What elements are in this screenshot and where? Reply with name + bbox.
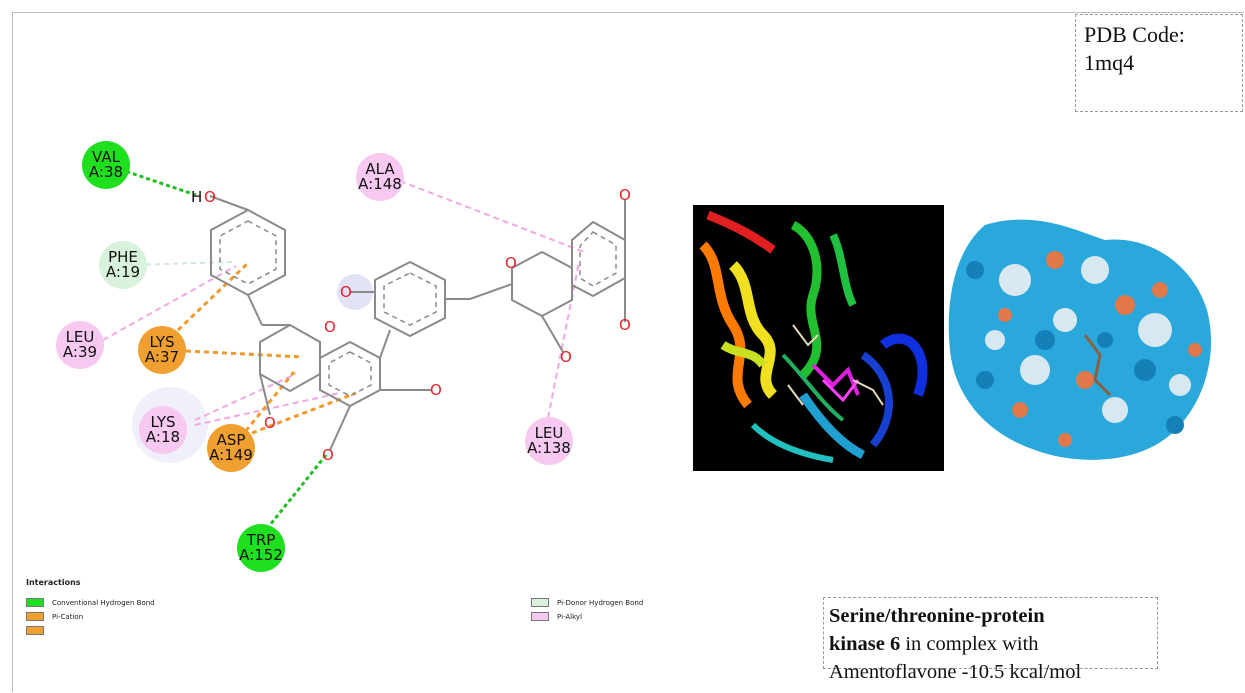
atom-labels: O O O O O O O O O O H xyxy=(191,186,631,464)
legend-label: Pi-Donor Hydrogen Bond xyxy=(557,598,644,607)
legend-item: Pi-Alkyl xyxy=(531,612,582,621)
legend-item: Pi-Cation xyxy=(26,612,83,621)
legend-swatch xyxy=(531,598,549,607)
interaction-diagram: O O O O O O O O O O H VALA:38PHEA:19LEUA… xyxy=(56,141,631,572)
residue-number: A:138 xyxy=(527,439,571,457)
figure-frame xyxy=(12,12,1244,692)
residue-name: LYS xyxy=(150,413,175,431)
pi-cation-line xyxy=(185,349,304,359)
residue-name: ALA xyxy=(365,160,395,178)
protein-ribbon-image xyxy=(693,205,944,471)
caption-text: Serine/threonine-protein kinase 6 in com… xyxy=(829,602,1239,686)
legend-item: Conventional Hydrogen Bond xyxy=(26,598,155,607)
pi-alkyl-line xyxy=(547,261,580,419)
residue-name: PHE xyxy=(108,248,138,266)
legend-swatch xyxy=(26,598,44,607)
residue-number: A:37 xyxy=(145,348,179,366)
residue-disc xyxy=(356,153,404,201)
residue-number: A:148 xyxy=(358,175,402,193)
caption-bold-2: kinase 6 xyxy=(829,633,901,655)
legend-label: Pi-Cation xyxy=(52,612,84,621)
legend-swatch-cut-off xyxy=(26,626,44,635)
oxygen-atom: O xyxy=(619,186,631,204)
pi-alkyl-line xyxy=(194,392,341,426)
pdb-code: 1mq4 xyxy=(1084,50,1135,75)
residue-name: LYS xyxy=(149,333,174,351)
residue-number: A:152 xyxy=(239,546,283,564)
oxygen-atom: O xyxy=(322,446,334,464)
residue-disc xyxy=(525,417,573,465)
legend-label: Conventional Hydrogen Bond xyxy=(52,598,155,607)
residue-name: LEU xyxy=(535,424,564,442)
legend-swatch xyxy=(531,612,549,621)
residue-name: LEU xyxy=(66,328,95,346)
residue-disc xyxy=(237,524,285,572)
pi-alkyl-line xyxy=(399,180,585,253)
oxygen-atom: O xyxy=(324,318,336,336)
residue-disc xyxy=(82,141,130,189)
legend-item: Pi-Donor Hydrogen Bond xyxy=(531,598,643,607)
residue-number: A:149 xyxy=(209,446,253,464)
residue-number: A:39 xyxy=(63,343,97,361)
caption-line-3: Amentoflavone -10.5 kcal/mol xyxy=(829,661,1082,683)
legend-title: Interactions xyxy=(26,578,81,587)
residue-number: A:38 xyxy=(89,163,123,181)
legend-swatch xyxy=(26,612,44,621)
residue-disc xyxy=(99,241,147,289)
oxygen-atom: O xyxy=(340,283,352,301)
residue-name: TRP xyxy=(246,531,276,549)
residue-disc xyxy=(138,326,186,374)
caption-rest-2: in complex with xyxy=(900,633,1039,655)
residue-disc xyxy=(207,424,255,472)
ligand-skeleton xyxy=(209,195,626,451)
oxygen-atom: O xyxy=(204,188,216,206)
pi-alkyl-line xyxy=(194,373,297,421)
residue-disc xyxy=(56,321,104,369)
oxygen-atom: O xyxy=(264,414,276,432)
oxygen-atom: O xyxy=(560,348,572,366)
hydrogen-atom: H xyxy=(191,188,202,206)
oxygen-atom: O xyxy=(619,316,631,334)
caption-box xyxy=(823,597,1158,669)
pi-alkyl-line xyxy=(102,265,237,341)
legend-label: Pi-Alkyl xyxy=(557,612,583,621)
pdb-code-box: PDB Code: 1mq4 xyxy=(1075,14,1243,112)
oxygen-atom: O xyxy=(430,381,442,399)
pdb-label: PDB Code: xyxy=(1084,22,1185,47)
residue-name: ASP xyxy=(217,431,246,449)
protein-surface-image xyxy=(948,219,1212,460)
residue-number: A:18 xyxy=(146,428,180,446)
residue-number: A:19 xyxy=(106,263,140,281)
caption-line-1: Serine/threonine-protein xyxy=(829,605,1045,627)
pi-cation-line xyxy=(176,261,250,332)
residue-disc xyxy=(139,406,187,454)
residue-name: VAL xyxy=(92,148,121,166)
oxygen-atom: O xyxy=(505,254,517,272)
